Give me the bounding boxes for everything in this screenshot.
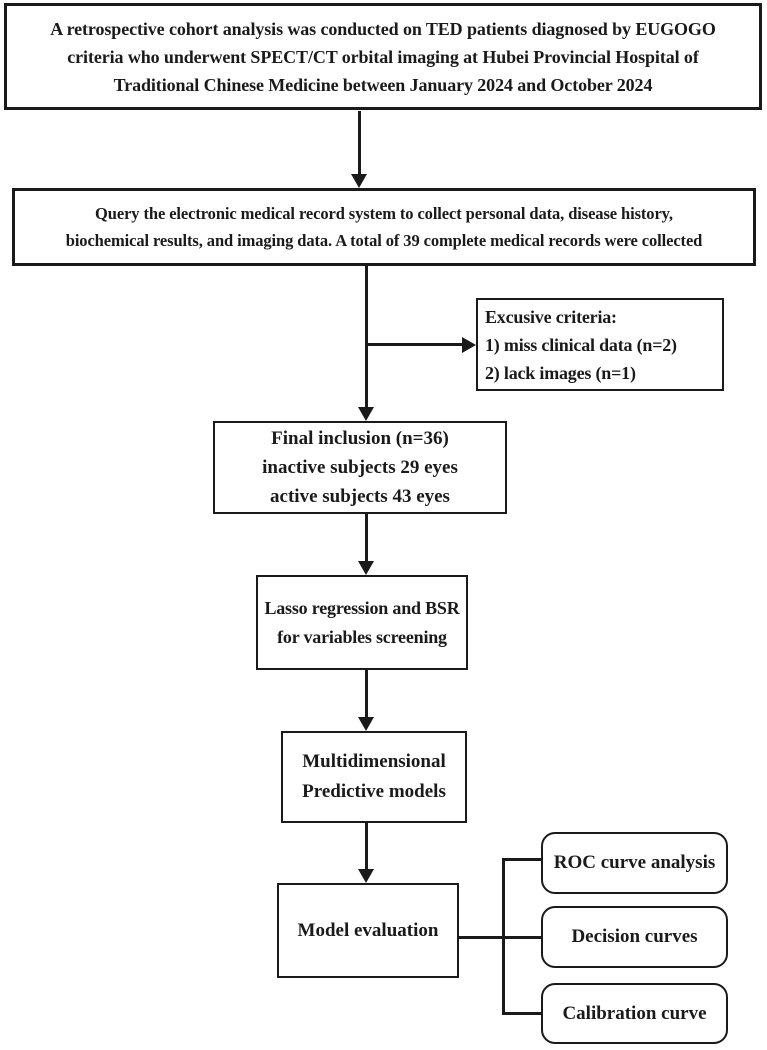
- study-line-1: A retrospective cohort analysis was cond…: [50, 18, 716, 39]
- arrow-down-icon: [358, 407, 374, 421]
- exclusion-criteria-box: Excusive criteria: 1) miss clinical data…: [476, 298, 724, 391]
- connector-final-to-lasso: [365, 513, 368, 563]
- study-line-3: Traditional Chinese Medicine between Jan…: [113, 74, 653, 95]
- final-inclusion-line-2: inactive subjects 29 eyes: [262, 457, 458, 478]
- arrow-down-icon: [358, 561, 374, 575]
- exclusion-item-1: 1) miss clinical data (n=2): [485, 334, 677, 355]
- exclusion-item-2: 2) lack images (n=1): [485, 362, 636, 383]
- connector-branch-roc: [502, 858, 542, 861]
- model-evaluation-label: Model evaluation: [297, 919, 439, 941]
- decision-curves-label: Decision curves: [571, 926, 698, 947]
- final-inclusion-box: Final inclusion (n=36) inactive subjects…: [213, 421, 507, 514]
- arrow-down-icon: [358, 869, 374, 883]
- connector-study-to-query: [358, 111, 361, 176]
- decision-curves-box: Decision curves: [541, 906, 728, 968]
- calibration-curve-box: Calibration curve: [541, 983, 728, 1044]
- predictive-models-box: Multidimensional Predictive models: [281, 731, 467, 823]
- study-line-2: criteria who underwent SPECT/CT orbital …: [67, 46, 699, 67]
- lasso-bsr-box: Lasso regression and BSR for variables s…: [256, 575, 468, 670]
- lasso-line-2: for variables screening: [277, 626, 447, 647]
- exclusion-title: Excusive criteria:: [485, 306, 617, 327]
- models-line-1: Multidimensional: [302, 751, 446, 772]
- connector-models-to-evaluation: [365, 823, 368, 871]
- arrow-right-icon: [462, 337, 476, 353]
- query-records-box: Query the electronic medical record syst…: [12, 188, 756, 266]
- connector-lasso-to-models: [365, 669, 368, 719]
- roc-curve-label: ROC curve analysis: [553, 852, 716, 873]
- connector-evaluation-stem: [457, 936, 504, 939]
- model-evaluation-box: Model evaluation: [277, 883, 459, 978]
- arrow-down-icon: [351, 174, 367, 188]
- roc-curve-box: ROC curve analysis: [541, 832, 728, 894]
- final-inclusion-line-3: active subjects 43 eyes: [270, 486, 450, 507]
- lasso-line-1: Lasso regression and BSR: [264, 597, 460, 618]
- study-description-box: A retrospective cohort analysis was cond…: [4, 3, 762, 110]
- final-inclusion-line-1: Final inclusion (n=36): [271, 428, 449, 449]
- connector-to-exclusion: [365, 343, 463, 346]
- connector-branch-decision: [502, 936, 542, 939]
- models-line-2: Predictive models: [302, 781, 446, 802]
- calibration-curve-label: Calibration curve: [562, 1002, 707, 1024]
- arrow-down-icon: [358, 717, 374, 731]
- connector-query-to-final: [365, 265, 368, 409]
- query-line-2: biochemical results, and imaging data. A…: [65, 231, 703, 250]
- query-line-1: Query the electronic medical record syst…: [95, 204, 673, 223]
- connector-branch-calibration: [502, 1012, 542, 1015]
